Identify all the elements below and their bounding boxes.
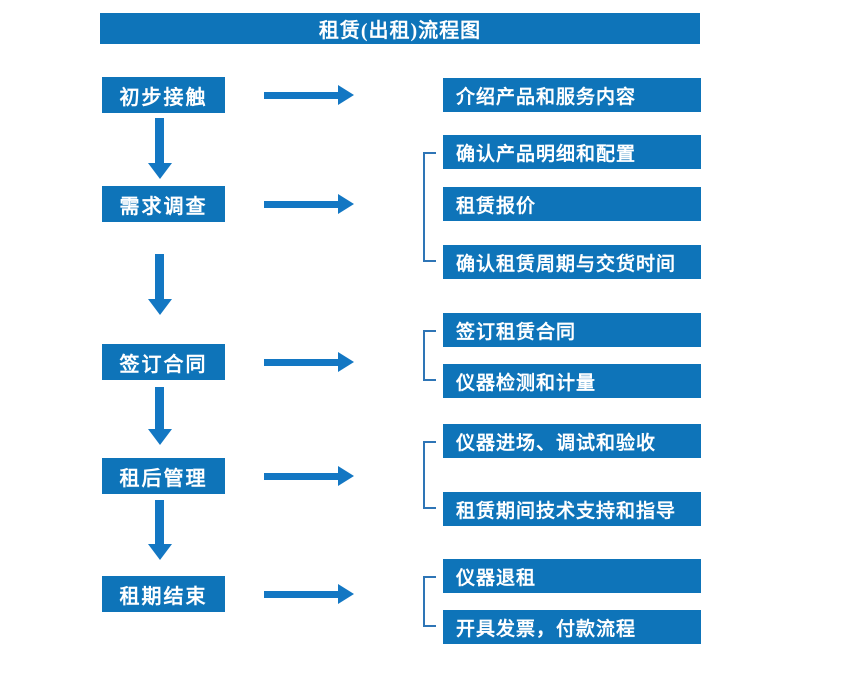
- detail-box: 租赁期间技术支持和指导: [443, 492, 701, 526]
- stage-box-post-rental-management: 租后管理: [102, 458, 225, 494]
- detail-box: 介绍产品和服务内容: [443, 78, 701, 112]
- arrow-head: [148, 299, 172, 315]
- arrow-shaft: [264, 359, 340, 366]
- arrow-head: [338, 352, 354, 372]
- down-arrow-icon: [148, 387, 172, 445]
- right-arrow-icon: [264, 194, 354, 214]
- down-arrow-icon: [148, 500, 172, 560]
- group-bracket: [423, 152, 436, 262]
- arrow-head: [338, 466, 354, 486]
- arrow-head: [338, 584, 354, 604]
- arrow-head: [148, 429, 172, 445]
- arrow-shaft: [264, 591, 340, 598]
- arrow-shaft: [264, 201, 340, 208]
- detail-box: 仪器退租: [443, 559, 701, 593]
- arrow-shaft: [155, 500, 164, 546]
- arrow-head: [338, 85, 354, 105]
- group-bracket: [423, 441, 436, 509]
- right-arrow-icon: [264, 352, 354, 372]
- stage-box-sign-contract: 签订合同: [102, 344, 225, 380]
- detail-box: 仪器检测和计量: [443, 364, 701, 398]
- right-arrow-icon: [264, 466, 354, 486]
- arrow-shaft: [155, 254, 164, 301]
- right-arrow-icon: [264, 85, 354, 105]
- arrow-shaft: [264, 473, 340, 480]
- detail-box: 仪器进场、调试和验收: [443, 424, 701, 458]
- arrow-head: [148, 544, 172, 560]
- arrow-shaft: [155, 118, 164, 165]
- arrow-shaft: [264, 92, 340, 99]
- stage-box-lease-end: 租期结束: [102, 576, 225, 612]
- arrow-head: [338, 194, 354, 214]
- title-banner: 租赁(出租)流程图: [100, 13, 700, 44]
- arrow-head: [148, 163, 172, 179]
- down-arrow-icon: [148, 254, 172, 315]
- detail-box: 确认租赁周期与交货时间: [443, 245, 701, 279]
- detail-box: 租赁报价: [443, 187, 701, 221]
- right-arrow-icon: [264, 584, 354, 604]
- group-bracket: [423, 330, 436, 381]
- stage-box-demand-survey: 需求调查: [102, 186, 225, 222]
- detail-box: 开具发票，付款流程: [443, 610, 701, 644]
- page-title: 租赁(出租)流程图: [318, 20, 482, 42]
- detail-box: 签订租赁合同: [443, 313, 701, 347]
- detail-box: 确认产品明细和配置: [443, 135, 701, 169]
- stage-box-initial-contact: 初步接触: [102, 77, 225, 113]
- group-bracket: [423, 576, 436, 627]
- arrow-shaft: [155, 387, 164, 431]
- down-arrow-icon: [148, 118, 172, 179]
